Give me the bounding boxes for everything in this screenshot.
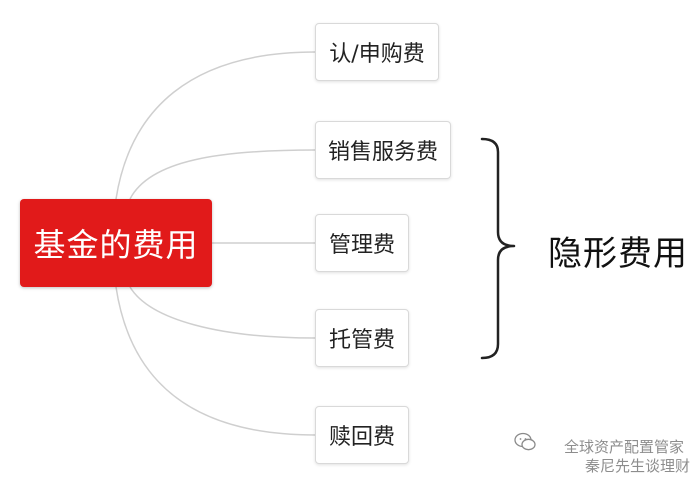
child-node-label: 托管费 [328, 328, 395, 353]
child-node-management-fee: 管理费 [315, 214, 409, 272]
child-node-label: 赎回费 [328, 425, 395, 450]
connector-to-child-5 [115, 286, 316, 436]
bracket-brace [480, 137, 516, 360]
watermark-line-1: 全球资产配置管家 [563, 438, 684, 456]
connector-to-child-2 [129, 149, 316, 200]
child-node-custody-fee: 托管费 [315, 309, 409, 367]
hidden-fees-label: 隐形费用 [548, 234, 688, 274]
child-node-subscription-fee: 认/申购费 [315, 23, 439, 81]
root-node-label: 基金的费用 [33, 226, 199, 264]
child-node-redemption-fee: 赎回费 [315, 406, 409, 464]
child-node-label: 认/申购费 [329, 42, 425, 67]
wechat-icon [514, 432, 536, 451]
root-node-fund-fees: 基金的费用 [20, 199, 212, 287]
child-node-sales-service-fee: 销售服务费 [315, 121, 451, 179]
child-node-label: 销售服务费 [327, 140, 438, 165]
child-node-label: 管理费 [328, 233, 395, 258]
connector-to-child-4 [129, 286, 316, 339]
connector-to-child-1 [115, 51, 316, 200]
watermark-line-2: 秦尼先生谈理财 [584, 457, 690, 475]
